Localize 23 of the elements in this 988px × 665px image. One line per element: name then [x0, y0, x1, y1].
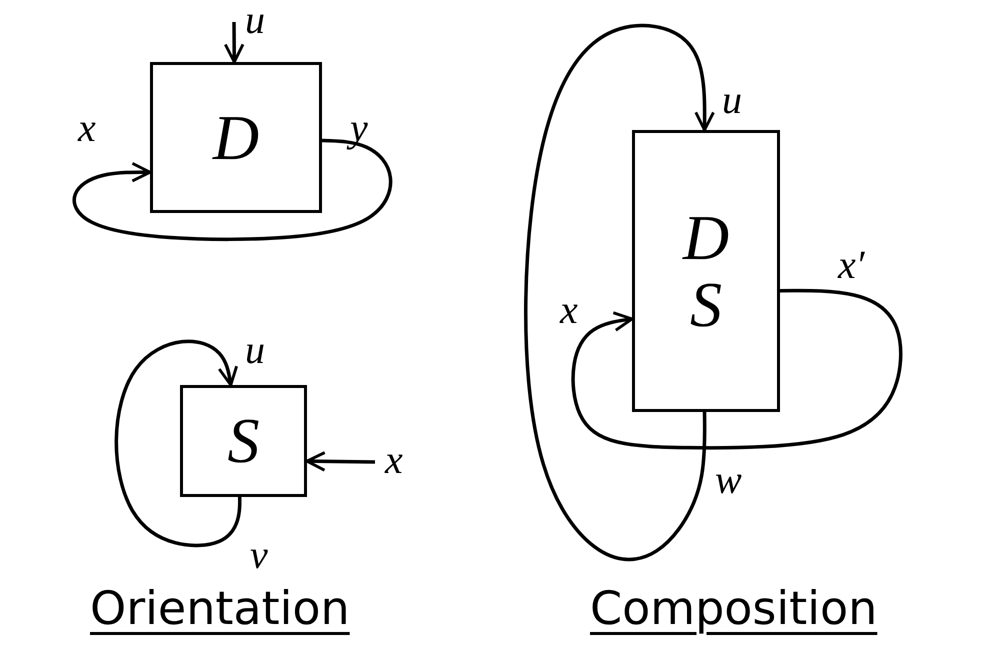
section-title: Orientation [90, 585, 350, 631]
connector-arrow [571, 288, 902, 450]
signal-label: u [245, 330, 265, 370]
signal-label: v [250, 535, 268, 575]
block-label: S [690, 271, 722, 338]
signal-label: u [245, 0, 265, 40]
connector-arrow [524, 24, 715, 562]
signal-label: x′ [838, 245, 865, 285]
signal-label: u [722, 80, 742, 120]
connector-arrow [114, 340, 242, 548]
signal-label: x [78, 108, 96, 148]
connector-arrow [306, 451, 376, 472]
signal-label: w [715, 460, 742, 500]
block-box [180, 385, 307, 497]
block-label: D [212, 104, 260, 172]
connector-arrow [72, 138, 392, 242]
block-box [632, 130, 780, 412]
signal-label: x [560, 290, 578, 330]
connector-arrow [224, 22, 244, 64]
block-label: S [228, 407, 260, 475]
block-box [150, 62, 322, 213]
block-label: D [682, 204, 730, 271]
signal-label: x [385, 440, 403, 480]
